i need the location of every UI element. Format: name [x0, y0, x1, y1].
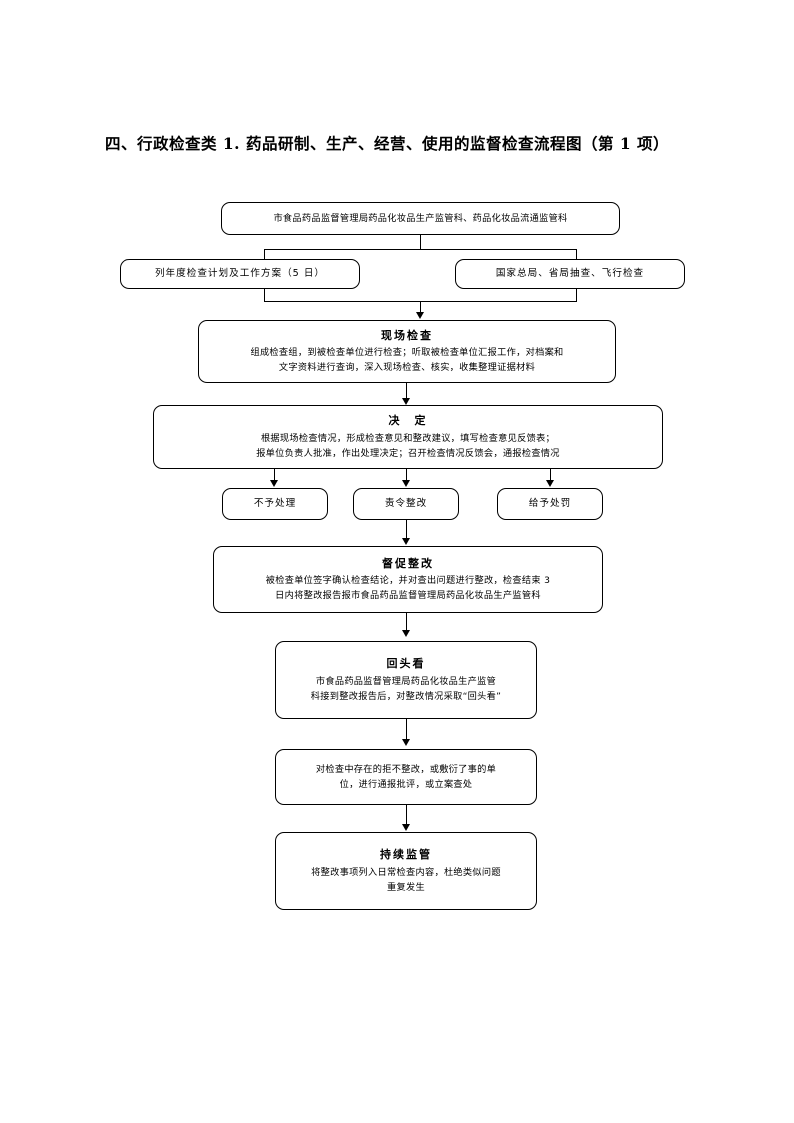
flow-node-look-back-heading: 回头看	[386, 657, 426, 671]
arrowhead-to-penalty	[546, 480, 554, 487]
connector-criticism-to-continuous	[406, 805, 407, 827]
flow-node-decision-line2: 报单位负责人批准，作出处理决定；召开检查情况反馈会，通报检查情况	[256, 447, 560, 459]
flow-node-annual-plan: 列年度检查计划及工作方案（5 日）	[120, 259, 360, 289]
connector-decision-to-order-rectify	[406, 469, 407, 482]
flow-node-criticism-line2: 位，进行通报批评，或立案查处	[339, 779, 473, 790]
connector-lookback-to-criticism	[406, 719, 407, 742]
flow-node-onsite-inspection-line1: 组成检查组，到被检查单位进行检查；听取被检查单位汇报工作，对档案和	[250, 347, 564, 359]
arrowhead-to-continuous	[402, 824, 410, 831]
connector-bracket-center-down	[420, 301, 421, 315]
arrowhead-to-order-rectify	[402, 480, 410, 487]
connector-supervise-to-lookback	[406, 613, 407, 633]
connector-dept-down	[420, 235, 421, 249]
flow-node-decision-heading: 决 定	[388, 414, 428, 428]
page-title: 四、行政检查类 1. 药品研制、生产、经营、使用的监督检查流程图（第 1 项）	[105, 134, 670, 153]
flow-node-look-back-line1: 市食品药品监督管理局药品化妆品生产监管	[315, 675, 497, 687]
flow-node-supervise-rectify-line1: 被检查单位签字确认检查结论，并对查出问题进行整改，检查结束 3	[265, 575, 551, 587]
flow-node-continuous-supervision-heading: 持续监管	[380, 848, 432, 862]
arrowhead-to-lookback	[402, 630, 410, 637]
flow-node-continuous-supervision: 持续监管 将整改事项列入日常检查内容，杜绝类似问题 重复发生	[275, 832, 537, 910]
flow-node-department-line1: 市食品药品监督管理局药品化妆品生产监管科、药品化妆品流通监管科	[273, 212, 568, 224]
connector-onsite-to-decision	[406, 383, 407, 401]
arrowhead-to-onsite	[416, 312, 424, 319]
flow-node-spot-check-line1: 国家总局、省局抽查、飞行检查	[495, 268, 645, 280]
flow-node-look-back: 回头看 市食品药品监督管理局药品化妆品生产监管 科接到整改报告后，对整改情况采取…	[275, 641, 537, 719]
flow-node-annual-plan-line1: 列年度检查计划及工作方案（5 日）	[154, 268, 326, 280]
flow-node-supervise-rectify-line2: 日内将整改报告报市食品药品监督管理局药品化妆品生产监管科	[275, 590, 541, 602]
flow-node-criticism: 对检查中存在的拒不整改，或敷衍了事的单 位，进行通报批评，或立案查处	[275, 749, 537, 805]
flow-node-decision: 决 定 根据现场检查情况，形成检查意见和整改建议，填写检查意见反馈表； 报单位负…	[153, 405, 663, 469]
connector-order-rectify-to-supervise	[406, 520, 407, 541]
flow-node-continuous-supervision-line2: 重复发生	[387, 881, 425, 893]
flow-node-criticism-line1: 对检查中存在的拒不整改，或敷衍了事的单	[315, 763, 497, 775]
flow-node-no-action: 不予处理	[222, 488, 328, 520]
flow-node-penalty-line1: 给予处罚	[528, 498, 572, 510]
flow-node-continuous-supervision-line1: 将整改事项列入日常检查内容，杜绝类似问题	[311, 866, 501, 878]
flow-node-supervise-rectify: 督促整改 被检查单位签字确认检查结论，并对查出问题进行整改，检查结束 3 日内将…	[213, 546, 603, 613]
flow-node-spot-check: 国家总局、省局抽查、飞行检查	[455, 259, 685, 289]
connector-bracket-top	[264, 249, 577, 250]
flow-node-supervise-rectify-heading: 督促整改	[382, 556, 434, 570]
flow-node-penalty: 给予处罚	[497, 488, 603, 520]
flow-node-no-action-line1: 不予处理	[253, 498, 297, 510]
flow-node-look-back-line2: 科接到整改报告后，对整改情况采取“回头看”	[310, 690, 502, 702]
arrowhead-to-supervise-rectify	[402, 538, 410, 545]
flow-node-onsite-inspection-line2: 文字资料进行查询，深入现场检查、核实，收集整理证据材料	[278, 362, 536, 374]
flow-node-decision-line1: 根据现场检查情况，形成检查意见和整改建议，填写检查意见反馈表；	[260, 432, 556, 444]
flow-node-order-rectify: 责令整改	[353, 488, 459, 520]
connector-decision-to-penalty	[550, 469, 551, 482]
flow-node-order-rectify-line1: 责令整改	[384, 498, 428, 510]
flow-node-onsite-inspection: 现场检查 组成检查组，到被检查单位进行检查；听取被检查单位汇报工作，对档案和 文…	[198, 320, 616, 383]
arrowhead-to-no-action	[270, 480, 278, 487]
arrowhead-to-criticism	[402, 739, 410, 746]
arrowhead-to-decision	[402, 398, 410, 405]
flow-node-department: 市食品药品监督管理局药品化妆品生产监管科、药品化妆品流通监管科	[221, 202, 620, 235]
flow-node-onsite-inspection-heading: 现场检查	[381, 328, 433, 342]
connector-decision-to-no-action	[274, 469, 275, 482]
